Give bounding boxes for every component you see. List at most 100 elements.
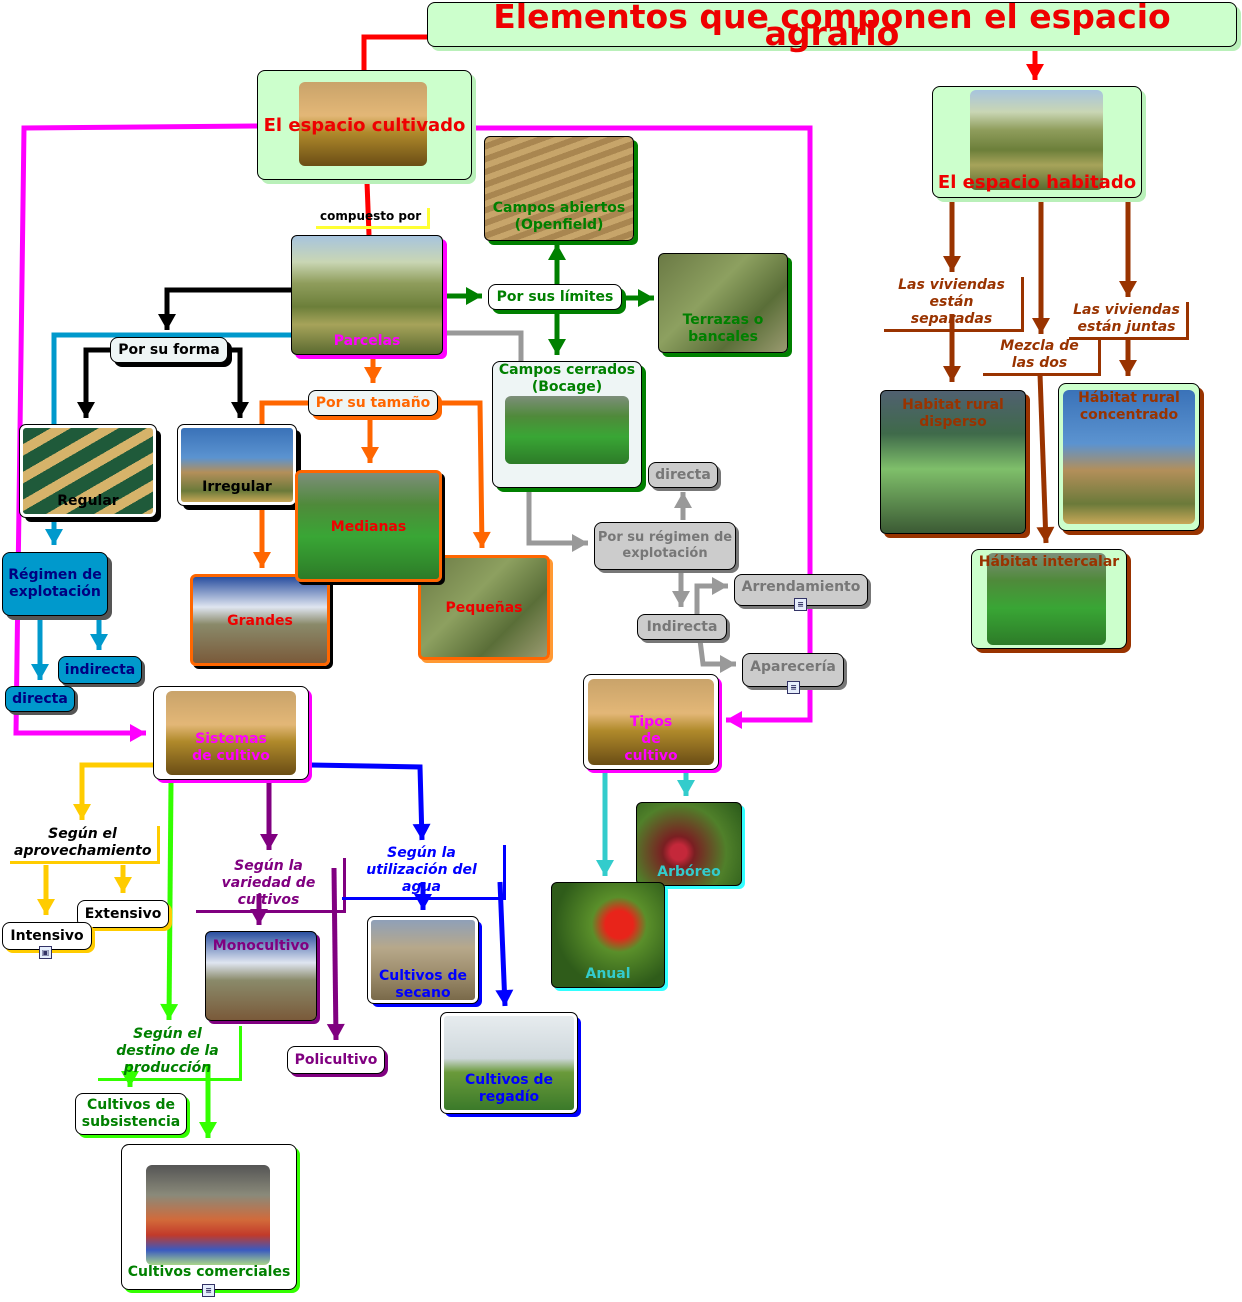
connector-line — [228, 347, 243, 418]
arrowhead-icon — [361, 447, 379, 463]
node-terrazas[interactable]: Terrazas o bancales — [658, 253, 788, 353]
node-grandes[interactable]: Grandes — [190, 574, 330, 666]
node-por-su-regimen[interactable]: Por su régimen de explotación — [594, 522, 736, 570]
node-label: Habitat rural disperso — [902, 397, 1004, 430]
node-por-su-forma[interactable]: Por su forma — [110, 337, 228, 363]
arrowhead-icon — [548, 244, 566, 260]
connector-line — [472, 125, 813, 723]
node-label: Pequeñas — [445, 600, 523, 616]
node-label: Medianas — [330, 519, 407, 535]
connector-line — [164, 287, 291, 330]
connector-line — [526, 490, 588, 546]
link-compuesto-por: compuesto por — [316, 208, 431, 229]
document-resource-icon[interactable]: ≡ — [787, 681, 800, 694]
document-resource-icon[interactable]: ≡ — [794, 598, 807, 611]
arrowhead-icon — [677, 780, 695, 796]
node-por-sus-limites[interactable]: Por sus límites — [488, 284, 622, 310]
connector-line — [361, 34, 427, 70]
arrowhead-icon — [638, 289, 654, 307]
node-label: El espacio cultivado — [263, 114, 466, 136]
node-directa-gris[interactable]: directa — [648, 462, 718, 488]
village-image — [987, 553, 1106, 645]
node-label: Sistemas de cultivo — [192, 731, 270, 764]
arrowhead-icon — [572, 534, 588, 552]
link-mezcla: Mezcla de las dos — [983, 338, 1101, 376]
link-agua: Según la utilización del agua — [342, 845, 506, 900]
arrowhead-icon — [31, 664, 49, 680]
node-cultivos-comerciales[interactable]: Cultivos comerciales — [121, 1144, 297, 1290]
node-espacio-cultivado[interactable]: El espacio cultivado — [257, 70, 472, 180]
node-parcelas[interactable]: Parcelas — [291, 235, 443, 355]
arrowhead-icon — [412, 823, 431, 840]
arrowhead-icon — [45, 529, 63, 545]
node-regimen-explotacion[interactable]: Régimen de explotación — [2, 552, 108, 616]
node-label: Cultivos de regadío — [465, 1072, 553, 1105]
node-cultivos-secano[interactable]: Cultivos de secano — [367, 916, 479, 1004]
node-anual[interactable]: Anual — [551, 882, 665, 988]
arrowhead-icon — [726, 711, 742, 729]
arrowhead-icon — [73, 804, 91, 820]
node-indirecta-gris[interactable]: Indirecta — [637, 614, 727, 640]
town-image — [1063, 390, 1195, 524]
arrowhead-icon — [1119, 360, 1137, 376]
arrowhead-icon — [231, 402, 249, 418]
field-image — [588, 679, 714, 765]
connector-line — [445, 330, 524, 361]
connector-line — [1037, 373, 1049, 544]
node-label: Irregular — [202, 479, 272, 495]
node-cultivos-regadio[interactable]: Cultivos de regadío — [440, 1012, 578, 1114]
node-medianas[interactable]: Medianas — [295, 470, 442, 582]
field-image — [299, 82, 427, 166]
arrowhead-icon — [130, 724, 146, 742]
node-arboreo[interactable]: Arbóreo — [636, 802, 742, 886]
node-label: Arbóreo — [657, 864, 721, 880]
arrowhead-icon — [548, 339, 566, 355]
node-label: Terrazas o bancales — [682, 312, 764, 345]
connector-line — [438, 400, 485, 549]
node-monocultivo[interactable]: Monocultivo — [205, 931, 317, 1021]
node-label: Regular — [57, 493, 119, 509]
node-campos-abiertos[interactable]: Campos abiertos (Openfield) — [484, 136, 634, 241]
node-label: Cultivos comerciales — [127, 1264, 291, 1280]
node-intensivo[interactable]: Intensivo — [2, 922, 92, 950]
arrowhead-icon — [672, 591, 690, 607]
arrowhead-icon — [199, 1122, 217, 1138]
link-separadas: Las viviendas están separadas — [884, 277, 1024, 332]
node-sistemas-de-cultivo[interactable]: Sistemas de cultivo — [153, 686, 309, 780]
node-label: Campos abiertos (Openfield) — [492, 200, 626, 233]
connector-line — [79, 762, 153, 820]
arrowhead-icon — [596, 860, 614, 876]
node-extensivo[interactable]: Extensivo — [77, 900, 169, 928]
node-por-su-tamano[interactable]: Por su tamaño — [308, 390, 438, 416]
node-label: Parcelas — [333, 333, 401, 349]
node-irregular[interactable]: Irregular — [177, 424, 297, 506]
node-habitat-disperso[interactable]: Habitat rural disperso — [880, 390, 1026, 534]
node-espacio-habitado[interactable]: El espacio habitado — [932, 86, 1142, 198]
node-label: Monocultivo — [212, 938, 310, 954]
link-juntas: Las viviendas están juntas — [1069, 302, 1189, 340]
node-policultivo[interactable]: Policultivo — [287, 1046, 385, 1074]
arrowhead-icon — [250, 909, 268, 925]
arrowhead-icon — [114, 877, 132, 893]
node-campos-cerrados[interactable]: Campos cerrados (Bocage) — [492, 361, 642, 488]
arrowhead-icon — [260, 834, 278, 850]
node-label: Cultivos de secano — [379, 968, 467, 1001]
node-tipos-de-cultivo[interactable]: Tipos de cultivo — [583, 674, 719, 770]
arrowhead-icon — [326, 1023, 345, 1040]
node-indirecta[interactable]: indirecta — [58, 656, 142, 684]
document-resource-icon[interactable]: ≡ — [202, 1284, 215, 1297]
node-cultivos-subsistencia[interactable]: Cultivos de subsistencia — [75, 1093, 187, 1135]
node-habitat-concentrado[interactable]: Hábitat rural concentrado — [1058, 383, 1200, 531]
node-habitat-intercalar[interactable]: Hábitat intercalar — [971, 549, 1127, 649]
node-label: El espacio habitado — [937, 172, 1137, 193]
arrowhead-icon — [77, 402, 95, 418]
arrowhead-icon — [1026, 64, 1044, 80]
node-regular[interactable]: Regular — [19, 424, 157, 518]
arrowhead-icon — [472, 531, 491, 548]
connector-line — [259, 400, 308, 568]
arrowhead-icon — [1119, 281, 1137, 297]
arrowhead-icon — [712, 577, 728, 595]
arrowhead-icon — [158, 314, 176, 330]
image-resource-icon[interactable]: ▣ — [39, 946, 52, 959]
node-directa[interactable]: directa — [5, 686, 75, 712]
